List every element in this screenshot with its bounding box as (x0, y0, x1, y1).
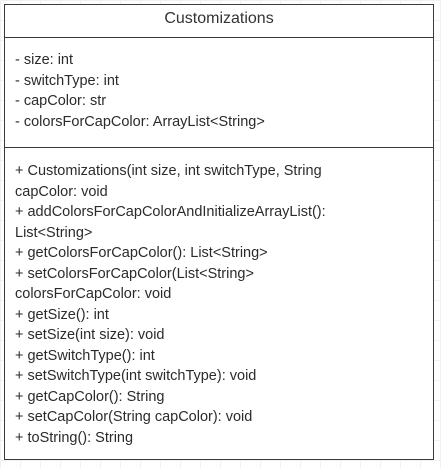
operation-line: + getCapColor(): String (15, 388, 165, 405)
attribute-line: - colorsForCapColor: ArrayList<String> (15, 113, 265, 130)
operation-line: colorsForCapColor: void (15, 286, 172, 302)
operation-line: + getSize(): int (15, 306, 109, 323)
operation-line: + setSize(int size): void (15, 327, 165, 343)
operation-line: + addColorsForCapColorAndInitializeArray… (15, 204, 326, 220)
operations-compartment: + Customizations(int size, int switchTyp… (15, 161, 425, 448)
uml-class-box[interactable]: Customizations - size: int - switchType:… (4, 4, 434, 460)
attributes-divider (5, 147, 433, 148)
operation-line: + getSwitchType(): int (15, 347, 155, 364)
attributes-compartment: - size: int - switchType: int - capColor… (15, 50, 265, 132)
operation-line: + setColorsForCapColor(List<String> (15, 265, 254, 282)
operation-line: + setSwitchType(int switchType): void (15, 368, 257, 384)
operation-line: List<String> (15, 224, 93, 241)
attribute-line: - switchType: int (15, 72, 119, 89)
operation-line: + Customizations(int size, int switchTyp… (15, 163, 322, 179)
class-name: Customizations (164, 10, 274, 27)
attribute-line: - size: int (15, 52, 74, 68)
operation-line: capColor: void (15, 183, 108, 200)
operation-line: + setCapColor(String capColor): void (15, 409, 253, 425)
operation-line: + getColorsForCapColor(): List<String> (15, 245, 268, 261)
operation-line: + toString(): String (15, 429, 134, 446)
name-divider (5, 37, 433, 38)
attribute-line: - capColor: str (15, 93, 107, 109)
